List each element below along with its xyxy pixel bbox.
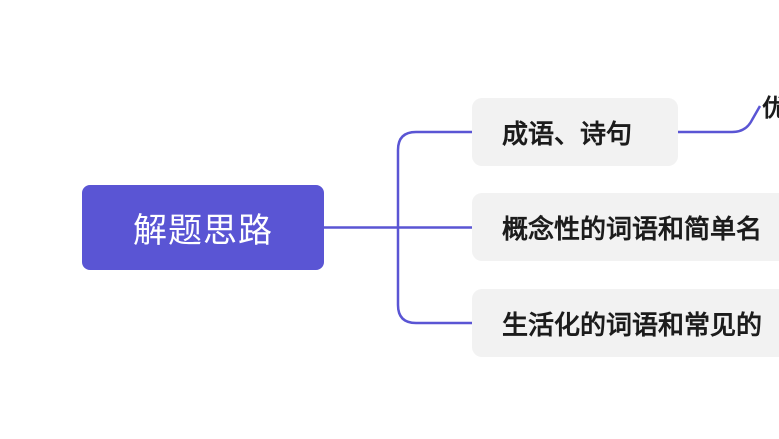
root-node[interactable]: 解题思路 bbox=[82, 185, 324, 270]
branch-node-concept-words[interactable]: 概念性的词语和简单名 bbox=[472, 193, 779, 261]
branch-node-everyday-words[interactable]: 生活化的词语和常见的 bbox=[472, 289, 779, 357]
connector-to-branch-0 bbox=[396, 130, 472, 228]
connector-branch-0-to-sub bbox=[678, 105, 762, 134]
branch-node-idioms-poems[interactable]: 成语、诗句 bbox=[472, 98, 678, 166]
connector-to-branch-2 bbox=[396, 227, 472, 325]
sub-node-label[interactable]: 优 bbox=[762, 94, 779, 122]
